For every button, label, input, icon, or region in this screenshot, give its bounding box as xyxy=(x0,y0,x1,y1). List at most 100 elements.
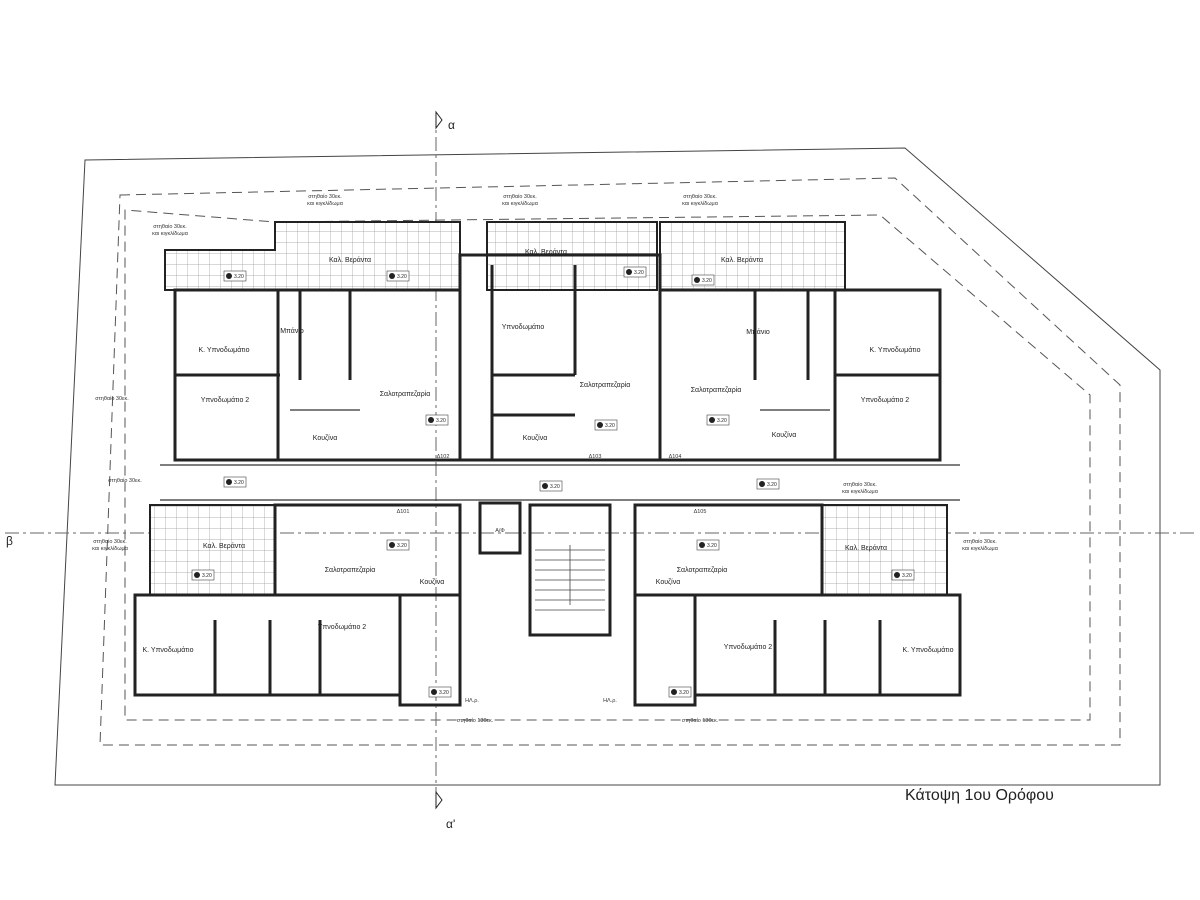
level-value: 3.20 xyxy=(234,274,244,280)
parapet-note: και κιγκλίδωμα xyxy=(962,546,999,552)
parapet-note: και κιγκλίδωμα xyxy=(152,231,189,237)
room-label: Σαλοτραπεζαρία xyxy=(677,566,728,574)
section-marker-a-top xyxy=(435,110,443,130)
level-value: 3.20 xyxy=(605,423,615,429)
verandas xyxy=(149,221,948,596)
parapet-note: και κιγκλίδωμα xyxy=(682,201,719,207)
level-value: 3.20 xyxy=(234,480,244,486)
room-label: Υπνοδωμάτιο 2 xyxy=(861,396,909,404)
parapet-note: στηθαίο 30εκ. xyxy=(93,539,127,545)
level-symbol-icon xyxy=(894,572,900,578)
level-value: 3.20 xyxy=(707,543,717,549)
room-label: Κ. Υπνοδωμάτιο xyxy=(143,646,194,654)
parapet-note: στηθαίο 30εκ. xyxy=(503,194,537,200)
level-value: 3.20 xyxy=(550,484,560,490)
level-markers: 3.20 3.20 3.20 3.20 3.20 3.20 3.20 3.20 3.20 3.20… xyxy=(191,266,915,698)
level-marker: 3.20 xyxy=(623,266,647,278)
annotations: στηθαίο 30εκ. και κιγκλίδωμα στηθαίο 30ε… xyxy=(92,194,999,724)
level-value: 3.20 xyxy=(679,690,689,696)
drawing-title: Κάτοψη 1ου Ορόφου xyxy=(905,787,1054,804)
level-marker: 3.20 xyxy=(428,686,452,698)
level-marker: 3.20 xyxy=(691,274,715,286)
level-marker: 3.20 xyxy=(594,419,618,431)
room-label: Καλ. Βεράντα xyxy=(525,248,567,256)
parapet-note: στηθαίο 30εκ. xyxy=(108,478,142,484)
level-value: 3.20 xyxy=(397,274,407,280)
room-label: Υπνοδωμάτιο xyxy=(502,323,545,331)
level-value: 3.20 xyxy=(202,573,212,579)
level-value: 3.20 xyxy=(767,482,777,488)
parapet-note: και κιγκλίδωμα xyxy=(92,546,129,552)
level-symbol-icon xyxy=(709,417,715,423)
parapet-note: στηθαίο 30εκ. xyxy=(963,539,997,545)
level-value: 3.20 xyxy=(702,278,712,284)
parapet-note: και κιγκλίδωμα xyxy=(307,201,344,207)
parapet-note: στηθαίο 30εκ. xyxy=(153,224,187,230)
level-marker: 3.20 xyxy=(386,270,410,282)
level-marker: 3.20 xyxy=(223,476,247,488)
parapet-note: στηθαίο 30εκ. xyxy=(95,396,129,402)
door-label: Δ102 xyxy=(437,454,450,460)
level-marker: 3.20 xyxy=(539,480,563,492)
level-symbol-icon xyxy=(597,422,603,428)
level-symbol-icon xyxy=(699,542,705,548)
level-marker: 3.20 xyxy=(191,569,215,581)
parapet-note: στηθαίο 30εκ. xyxy=(843,482,877,488)
parapet-note: στηθαίο 30εκ. xyxy=(683,194,717,200)
level-symbol-icon xyxy=(226,273,232,279)
room-label: Καλ. Βεράντα xyxy=(329,256,371,264)
level-marker: 3.20 xyxy=(223,270,247,282)
level-marker: 3.20 xyxy=(696,539,720,551)
room-label: Καλ. Βεράντα xyxy=(845,544,887,552)
level-marker: 3.20 xyxy=(891,569,915,581)
section-label-a-prime: α' xyxy=(446,817,455,831)
room-label: Σαλοτραπεζαρία xyxy=(580,381,631,389)
parapet-note: και κιγκλίδωμα xyxy=(502,201,539,207)
level-symbol-icon xyxy=(759,481,765,487)
door-label: Δ103 xyxy=(589,454,602,460)
section-marker-a-bottom xyxy=(435,790,443,810)
stair-core: Α/Φ xyxy=(478,501,612,637)
room-labels: Κ. Υπνοδωμάτιο Υπνοδωμάτιο 2 Μπάνιο Σαλο… xyxy=(143,248,954,654)
setback-line xyxy=(99,177,1121,746)
level-symbol-icon xyxy=(694,277,700,283)
plot-boundary xyxy=(54,147,1161,786)
level-marker: 3.20 xyxy=(386,539,410,551)
upper-block-walls xyxy=(173,253,942,462)
level-value: 3.20 xyxy=(397,543,407,549)
room-label: Κουζίνα xyxy=(656,578,681,586)
room-label: Κουζίνα xyxy=(420,578,445,586)
level-value: 3.20 xyxy=(717,418,727,424)
level-marker: 3.20 xyxy=(425,414,449,426)
level-marker: 3.20 xyxy=(756,478,780,490)
room-label: Υπνοδωμάτιο 2 xyxy=(724,643,772,651)
room-label: Καλ. Βεράντα xyxy=(203,542,245,550)
door-label: Δ101 xyxy=(397,509,410,515)
level-symbol-icon xyxy=(671,689,677,695)
level-symbol-icon xyxy=(542,483,548,489)
level-symbol-icon xyxy=(626,269,632,275)
level-value: 3.20 xyxy=(439,690,449,696)
room-label: Κ. Υπνοδωμάτιο xyxy=(199,346,250,354)
lift-label: Α/Φ xyxy=(495,528,505,534)
level-value: 3.20 xyxy=(436,418,446,424)
parapet-note: και κιγκλίδωμα xyxy=(842,489,879,495)
room-label: Κουζίνα xyxy=(772,431,797,439)
elec-note: ΗΛ.ρ. xyxy=(603,698,617,704)
section-label-a: α xyxy=(448,118,455,132)
door-labels: Δ101 Δ102 Δ103 Δ104 Δ105 xyxy=(397,454,707,515)
level-symbol-icon xyxy=(428,417,434,423)
lower-block-walls xyxy=(133,503,962,707)
level-symbol-icon xyxy=(389,542,395,548)
room-label: Σαλοτραπεζαρία xyxy=(325,566,376,574)
corridor xyxy=(160,464,960,501)
door-label: Δ105 xyxy=(694,509,707,515)
level-value: 3.20 xyxy=(634,270,644,276)
level-marker: 3.20 xyxy=(668,686,692,698)
room-label: Κουζίνα xyxy=(313,434,338,442)
door-label: Δ104 xyxy=(669,454,682,460)
section-label-b: β xyxy=(6,534,13,548)
setback-line-inner xyxy=(124,209,1091,721)
level-value: 3.20 xyxy=(902,573,912,579)
